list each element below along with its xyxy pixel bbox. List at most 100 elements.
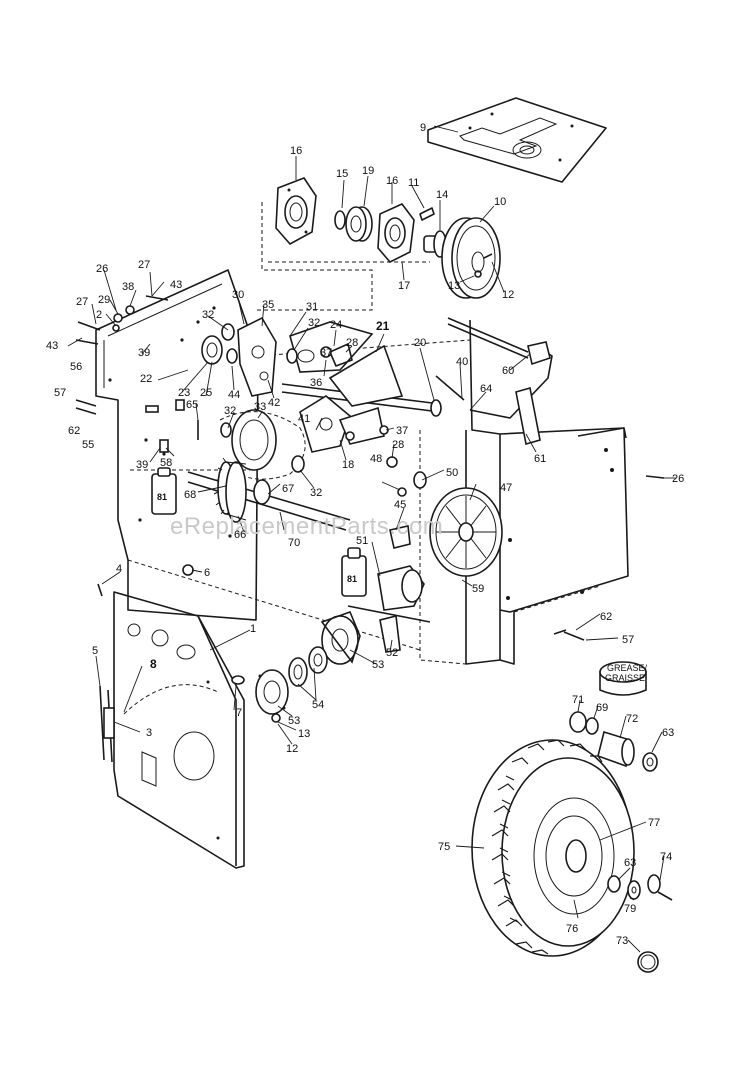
callout-58: 58 — [160, 457, 172, 469]
callout-38: 38 — [122, 281, 134, 293]
callout-77: 77 — [648, 817, 660, 829]
callout-60: 60 — [502, 365, 514, 377]
grease-can: GREASE/ GRAISSE — [599, 661, 648, 696]
callout-70: 70 — [288, 537, 300, 549]
callout-26-right: 26 — [672, 473, 684, 485]
grease-label-line1: GREASE/ — [607, 663, 648, 673]
callout-75: 75 — [438, 841, 450, 853]
callout-57: 57 — [54, 387, 66, 399]
callout-18: 18 — [342, 459, 354, 471]
callout-27: 27 — [138, 259, 150, 271]
callout-numbers: 9 16 15 19 16 11 1 4 10 17 13 12 26 27 43… — [46, 122, 684, 947]
callout-71: 71 — [572, 694, 584, 706]
callout-3: 3 — [146, 727, 152, 739]
callout-5: 5 — [92, 645, 98, 657]
callout-79: 79 — [624, 903, 636, 915]
left-linkage-assembly — [75, 295, 465, 480]
callout-57-right: 57 — [622, 634, 634, 646]
misc-hardware — [75, 399, 665, 641]
callout-72: 72 — [626, 713, 638, 725]
callout-10: 10 — [494, 196, 506, 208]
callout-66: 66 — [234, 529, 246, 541]
callout-56: 56 — [70, 361, 82, 373]
callout-44: 44 — [228, 389, 240, 401]
callout-24: 24 — [330, 319, 342, 331]
callout-13-lower: 13 — [298, 728, 310, 740]
callout-30: 30 — [232, 289, 244, 301]
callout-59: 59 — [472, 583, 484, 595]
callout-40: 40 — [456, 356, 468, 368]
callout-50: 50 — [446, 467, 458, 479]
callout-54: 54 — [312, 699, 324, 711]
callout-62-right: 62 — [600, 611, 612, 623]
callout-12: 12 — [502, 289, 514, 301]
callout-19: 19 — [362, 165, 374, 177]
top-cover-plate — [427, 97, 607, 183]
callout-53-lower: 53 — [288, 715, 300, 727]
callout-67: 67 — [282, 483, 294, 495]
callout-15: 15 — [336, 168, 348, 180]
callout-53: 53 — [372, 659, 384, 671]
callout-4: 4 — [116, 563, 122, 575]
callout-7: 7 — [236, 707, 242, 719]
upper-bearing-assembly — [256, 177, 501, 311]
callout-52: 52 — [386, 647, 398, 659]
callout-12-lower: 12 — [286, 743, 298, 755]
tire-and-wheel — [471, 739, 635, 957]
callout-69: 69 — [596, 702, 608, 714]
callout-62: 62 — [68, 425, 80, 437]
callout-16: 16 — [290, 145, 302, 157]
callout-32-lower: 32 — [310, 487, 322, 499]
callout-37-lower: 37 — [396, 425, 408, 437]
shift-lever-rod — [447, 317, 553, 446]
callout-20: 20 — [414, 337, 426, 349]
callout-32: 32 — [202, 309, 214, 321]
callout-23: 23 — [178, 387, 190, 399]
shift-bracket-assembly — [347, 525, 431, 653]
callout-43-lower: 43 — [46, 340, 58, 352]
wheel-hub-parts — [569, 711, 658, 772]
callout-51: 51 — [356, 535, 368, 547]
callout-28: 28 — [346, 337, 358, 349]
friction-wheel — [429, 487, 503, 577]
callout-61: 61 — [534, 453, 546, 465]
axle-hardware — [607, 874, 673, 973]
callout-48: 48 — [370, 453, 382, 465]
callout-35: 35 — [262, 299, 274, 311]
callout-21: 21 — [376, 319, 390, 333]
callout-25: 25 — [200, 387, 212, 399]
callout-32-middle: 32 — [224, 405, 236, 417]
callout-17: 17 — [398, 280, 410, 292]
callout-9: 9 — [420, 122, 426, 134]
callout-13: 13 — [448, 280, 460, 292]
callout-37: 37 — [320, 347, 332, 359]
lubricant-can-right: 81 — [341, 547, 367, 597]
callout-6: 6 — [204, 567, 210, 579]
callout-1: 1 — [250, 623, 256, 635]
callout-33: 33 — [254, 401, 266, 413]
callout-63-lower: 63 — [624, 857, 636, 869]
callout-45: 45 — [394, 499, 406, 511]
callout-41: 41 — [298, 413, 310, 425]
callout-68: 68 — [184, 489, 196, 501]
lubricant-can-left: 81 — [151, 467, 177, 515]
callout-27-lower: 27 — [76, 296, 88, 308]
callout-28-lower: 28 — [392, 439, 404, 451]
callout-65: 65 — [186, 399, 198, 411]
watermark-text: eReplacementParts.com — [170, 513, 443, 540]
callout-36: 36 — [310, 377, 322, 389]
callout-16-right: 16 — [386, 175, 398, 187]
callout-29: 29 — [98, 294, 110, 306]
callout-11: 11 — [408, 177, 419, 189]
callout-26: 26 — [96, 263, 108, 275]
axle-bearings — [255, 610, 361, 723]
grease-label-line2: GRAISSE — [605, 673, 645, 683]
callout-55: 55 — [82, 439, 94, 451]
can-label-right: 81 — [347, 574, 357, 584]
callout-31: 31 — [306, 301, 318, 313]
callout-leader-lines — [67, 125, 676, 953]
callout-39-lower: 39 — [136, 459, 148, 471]
left-side-cover — [97, 583, 245, 869]
main-frame-housing — [95, 269, 629, 665]
